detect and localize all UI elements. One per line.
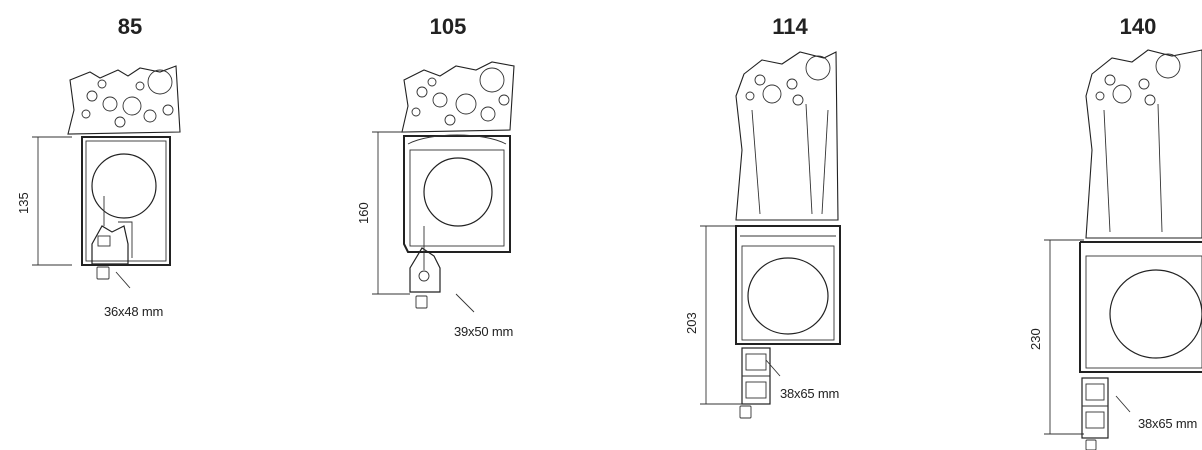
lath-size-label: 36x48 mm bbox=[104, 304, 164, 319]
box-drawing-114 bbox=[700, 51, 841, 419]
lath-size-label: 39x50 mm bbox=[454, 324, 514, 339]
variant-title: 105 bbox=[429, 14, 467, 39]
height-dimension-label: 203 bbox=[684, 312, 699, 334]
height-dimension-label: 230 bbox=[1028, 328, 1043, 350]
variant-title: 140 bbox=[1119, 14, 1157, 39]
box-drawing-105 bbox=[372, 61, 515, 313]
height-dimension-label: 135 bbox=[16, 192, 31, 214]
variant-85: 85 135 36x48 mm bbox=[0, 0, 300, 450]
variant-title: 114 bbox=[772, 14, 808, 39]
box-drawing-85 bbox=[32, 65, 181, 289]
variant-114: 114 203 38x65 mm bbox=[600, 0, 900, 450]
variant-140: 140 230 38x65 mm bbox=[900, 0, 1202, 450]
variant-105: 105 160 39x50 mm bbox=[300, 0, 600, 450]
lath-size-label: 38x65 mm bbox=[780, 386, 840, 401]
box-drawing-140 bbox=[1044, 49, 1202, 450]
variant-title: 85 bbox=[117, 14, 143, 39]
lath-size-label: 38x65 mm bbox=[1138, 416, 1198, 431]
height-dimension-label: 160 bbox=[356, 202, 371, 224]
